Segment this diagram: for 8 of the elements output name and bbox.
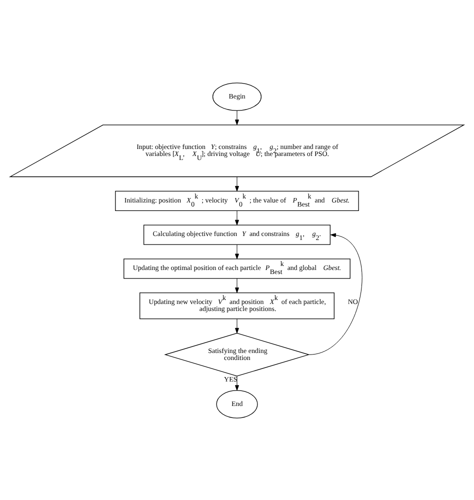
arrow (235, 278, 239, 293)
arrow (235, 210, 239, 225)
arrow (235, 318, 239, 333)
arrow (235, 244, 239, 259)
arrow (235, 176, 239, 191)
arrow (309, 232, 362, 354)
arrow (235, 110, 239, 125)
arrow (235, 375, 239, 390)
